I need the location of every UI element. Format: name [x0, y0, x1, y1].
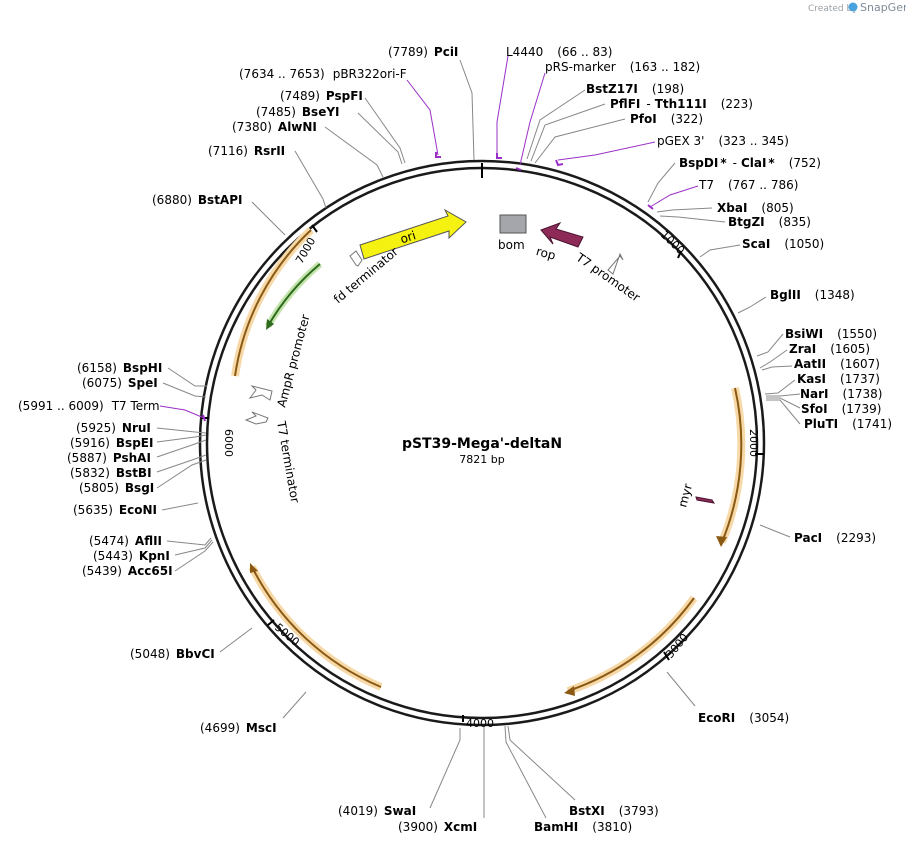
- site-nari: NarI(1738): [800, 387, 882, 401]
- primer-pgex3: pGEX 3'(323 .. 345): [657, 134, 789, 148]
- gene-5000-line: [251, 566, 382, 688]
- site-bsiwi: BsiWI(1550): [785, 327, 877, 341]
- tick-1000: 1000: [658, 228, 687, 257]
- site-bamhi: BamHI(3810): [534, 820, 632, 834]
- site-acc65i: (5439)Acc65I: [82, 564, 173, 578]
- site-swai: (4019)SwaI: [338, 804, 416, 818]
- gene-3000-line: [567, 597, 695, 692]
- site-kasi: KasI(1737): [797, 372, 880, 386]
- site-bsphi: (6158)BspHI: [77, 361, 162, 375]
- site-bstxi: BstXI(3793): [569, 804, 659, 818]
- site-pluti: PluTI(1741): [804, 417, 892, 431]
- t7-terminator-label: T7 terminator: [274, 419, 302, 504]
- site-bspdi-clai: BspDI*-ClaI*(752): [679, 156, 821, 170]
- site-bspei: (5916)BspEI: [70, 436, 153, 450]
- site-bglii: BglII(1348): [770, 288, 855, 302]
- site-paci: PacI(2293): [794, 531, 876, 545]
- primer-marks: [202, 152, 654, 422]
- fd-terminator-arrow: [349, 250, 363, 267]
- site-zrai: ZraI(1605): [789, 342, 870, 356]
- bom-label: bom: [498, 238, 525, 252]
- t7-promoter-arrow: [607, 252, 624, 275]
- site-pcii: (7789)PciI: [388, 45, 458, 59]
- site-nrui: (5925)NruI: [76, 421, 151, 435]
- site-labels: (7789)PciI (7489)PspFI (7485)BseYI (7380…: [67, 45, 892, 834]
- ampr-promoter-label: AmpR promoter: [274, 313, 312, 409]
- ampr-green-line: [267, 263, 321, 327]
- t7-terminator-arrow: [244, 411, 269, 425]
- myr-label: myr: [675, 482, 695, 509]
- site-sfoi: SfoI(1739): [801, 402, 881, 416]
- rop-arrow: [540, 222, 584, 248]
- site-xcmi: (3900)XcmI: [398, 820, 477, 834]
- rop-label: rop: [535, 244, 558, 263]
- site-aflii: (5474)AflII: [89, 534, 162, 548]
- ampr-promoter-arrow: [248, 385, 273, 401]
- primer-t7-term: (5991 .. 6009)T7 Term: [18, 399, 160, 413]
- site-pflfi-tth111i: PflFI-Tth111I(223): [610, 97, 753, 111]
- leader-lines: [156, 59, 801, 819]
- plasmid-size: 7821 bp: [459, 453, 504, 466]
- site-pshai: (5887)PshAI: [67, 451, 151, 465]
- site-kpni: (5443)KpnI: [93, 549, 170, 563]
- ori-arrow: [359, 208, 467, 260]
- snapgene-credit: Created by SnapGene: [808, 1, 906, 14]
- site-rsrii: (7116)RsrII: [208, 144, 285, 158]
- primer-t7: T7(767 .. 786): [698, 178, 798, 192]
- site-bseyi: (7485)BseYI: [256, 105, 340, 119]
- site-bstbi: (5832)BstBI: [70, 466, 152, 480]
- primer-leader-lines: [159, 55, 699, 419]
- site-bstz17i: BstZ17I(198): [586, 82, 684, 96]
- gene-2000-arrow-icon: [716, 536, 727, 547]
- plasmid-name: pST39-Mega'-deltaN: [402, 436, 562, 452]
- ampr-line: [234, 229, 312, 377]
- site-pspfi: (7489)PspFI: [280, 89, 363, 103]
- ampr-green-arrow-icon: [266, 319, 274, 330]
- site-spei: (6075)SpeI: [82, 376, 158, 390]
- tick-2000: 2000: [747, 429, 760, 457]
- site-pfoi: PfoI(322): [630, 112, 703, 126]
- site-aatii: AatII(1607): [794, 357, 880, 371]
- site-xbai: XbaI(805): [717, 201, 794, 215]
- bom-box: [499, 214, 527, 234]
- myr-arrow: [695, 496, 716, 504]
- site-btgzi: BtgZI(835): [728, 215, 811, 229]
- gene-3000-arrow-icon: [564, 686, 575, 696]
- primer-l4440: L4440(66 .. 83): [506, 45, 612, 59]
- primer-pbr322ori-f: (7634 .. 7653)pBR322ori-F: [239, 67, 407, 81]
- tick-4000: 4000: [466, 717, 494, 730]
- ori-label: ori: [398, 228, 417, 246]
- site-scai: ScaI(1050): [742, 237, 824, 251]
- site-msci: (4699)MscI: [200, 721, 277, 735]
- site-alwni: (7380)AlwNI: [232, 120, 317, 134]
- site-ecori: EcoRI(3054): [698, 711, 789, 725]
- ring-features: [231, 227, 746, 696]
- t7-promoter-label: T7 promoter: [573, 250, 643, 305]
- site-bbvci: (5048)BbvCI: [130, 647, 215, 661]
- tick-6000: 6000: [222, 429, 235, 457]
- site-bstapi: (6880)BstAPI: [152, 193, 242, 207]
- snapgene-logo-icon: [848, 2, 858, 12]
- backbone-outer: [198, 159, 766, 727]
- gene-5000-highlight: [248, 565, 383, 691]
- site-econi: (5635)EcoNI: [73, 503, 157, 517]
- credit-prefix: Created by: [808, 4, 858, 14]
- gene-2000-line: [721, 387, 743, 543]
- primer-labels: L4440(66 .. 83) pRS-marker(163 .. 182) (…: [18, 45, 798, 413]
- credit-brand: SnapGene: [860, 1, 906, 14]
- gene-5000-arrow-icon: [250, 563, 258, 573]
- site-bsgi: (5805)BsgI: [79, 481, 154, 495]
- primer-prs-marker: pRS-marker(163 .. 182): [545, 60, 700, 74]
